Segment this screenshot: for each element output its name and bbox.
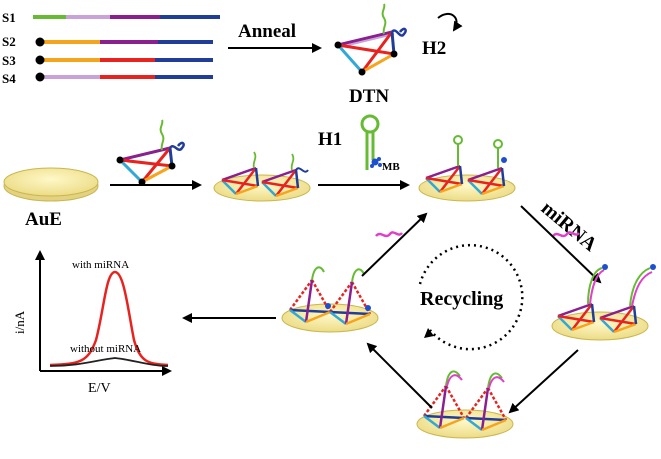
with-mirna-label: with miRNA [72, 259, 129, 271]
strand-s4 [35, 72, 213, 82]
without-mirna-label: without miRNA [70, 343, 141, 355]
with-mirna-curve [49, 270, 169, 367]
strand-s3 [35, 55, 213, 65]
released-mirna-icon [375, 231, 403, 238]
dtn-label: DTN [349, 86, 389, 107]
dtn-tetrahedron [334, 3, 407, 76]
y-axis-label: i/nA [12, 310, 27, 334]
electrode-dtn-h1 [418, 135, 516, 202]
strand-label-s4: S4 [2, 71, 16, 86]
recycling-label: Recycling [420, 288, 503, 310]
electrode-signal-state [281, 266, 379, 333]
mb-label: MB [382, 161, 400, 173]
h1-hairpin [360, 114, 382, 170]
hybridization-arrow [508, 349, 579, 414]
x-axis-label: E/V [88, 381, 111, 396]
anneal-label: Anneal [238, 21, 296, 42]
without-mirna-curve [49, 357, 169, 367]
electrode-h2-hybridized [416, 370, 514, 439]
electrode-dtn [213, 151, 311, 202]
strand-label-s1: S1 [2, 10, 16, 25]
recycle-up-arrow [361, 212, 428, 277]
aue-label: AuE [25, 209, 62, 230]
dtn-incoming [116, 119, 185, 186]
h1-label: H1 [318, 129, 342, 150]
mirna-arrow [520, 205, 602, 284]
h2-label: H2 [422, 38, 446, 59]
mirna-label: miRNA [537, 197, 602, 256]
voltammogram-plot: with miRNA without miRNA i/nA E/V [12, 250, 172, 396]
recycling-cycle [418, 243, 524, 351]
electrode-mirna-bound [551, 264, 656, 341]
mirna-strand-icon [552, 231, 580, 238]
strand-label-s3: S3 [2, 53, 16, 68]
release-arrow [366, 342, 433, 409]
strand-label-s2: S2 [2, 34, 16, 49]
h2-arrow [437, 12, 463, 32]
bare-electrode [3, 167, 99, 202]
strand-legend: S1 S2 S3 S4 [2, 10, 220, 86]
strand-s2 [35, 37, 213, 47]
